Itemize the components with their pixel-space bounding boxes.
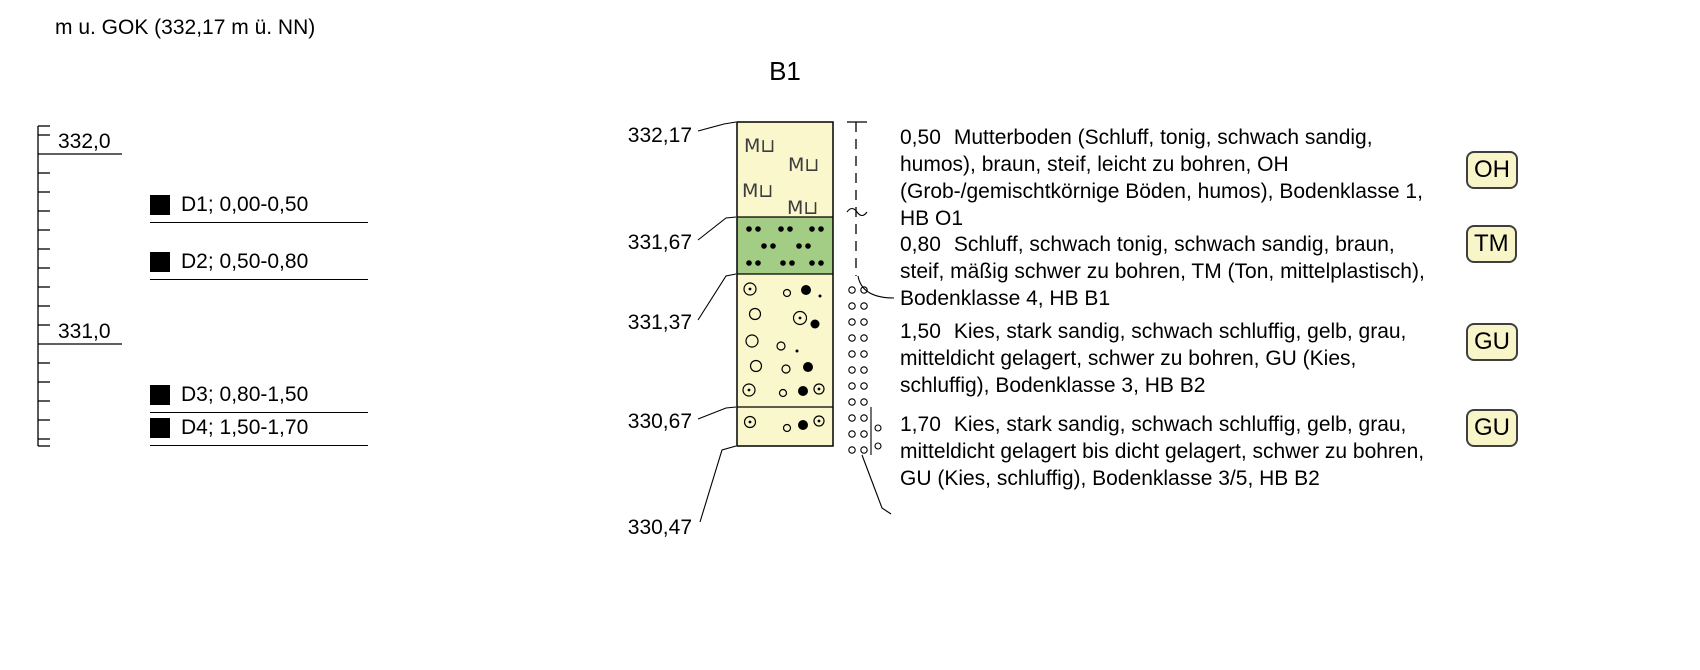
casing-dash-line: [846, 121, 895, 299]
sample-label: D1; 0,00-0,50: [181, 193, 309, 216]
topsoil-symbol: M⊔: [788, 154, 819, 176]
layer-text: Kies, stark sandig, schwach schluffig, g…: [900, 413, 1425, 490]
layer-silt-fill: [737, 217, 833, 274]
gravel-pattern-lower: [743, 415, 825, 433]
ruler-major-label-332: 332,0: [58, 130, 111, 153]
topsoil-symbol: M⊔: [787, 197, 818, 219]
layer-topsoil-fill: [737, 122, 833, 217]
soil-class-badge-gu1: GU: [1466, 323, 1518, 361]
layer-depth: 0,50: [900, 126, 941, 149]
soil-class-badge-oh: OH: [1466, 151, 1518, 189]
sample-row-d2: D2; 0,50-0,80: [150, 250, 368, 280]
elevation-label-3: 330,67: [627, 410, 692, 433]
elevation-label-bottom: 330,47: [627, 516, 692, 539]
elevation-leader-lines: [697, 121, 737, 523]
borehole-title: B1: [769, 56, 801, 86]
datum-label: m u. GOK (332,17 m ü. NN): [55, 16, 316, 39]
layer-depth: 1,50: [900, 320, 941, 343]
sample-marker-square: [150, 418, 170, 438]
layer-text: Schluff, schwach tonig, schwach sandig, …: [900, 233, 1425, 310]
topsoil-symbol: M⊔: [744, 135, 775, 157]
depth-ruler: [37, 125, 122, 447]
elevation-label-1: 331,67: [627, 231, 692, 254]
topsoil-symbol: M⊔: [742, 180, 773, 202]
sample-marker-square: [150, 195, 170, 215]
topsoil-pattern: M⊔ M⊔ M⊔ M⊔: [742, 135, 819, 219]
layer-gravel-upper-fill: [737, 274, 833, 407]
gravel-pattern-upper: [742, 282, 825, 398]
sample-label: D3; 0,80-1,50: [181, 383, 309, 406]
soil-class-badge-gu2: GU: [1466, 409, 1518, 447]
elevation-label-top: 332,17: [627, 124, 692, 147]
sample-label: D4; 1,50-1,70: [181, 416, 309, 439]
silt-dots-pattern: [746, 226, 824, 266]
layer-text: Kies, stark sandig, schwach schluffig, g…: [900, 320, 1407, 397]
soil-class-badge-tm: TM: [1466, 225, 1517, 263]
annulus-circles: [848, 286, 892, 515]
sample-row-d1: D1; 0,00-0,50: [150, 193, 368, 223]
sample-row-d4: D4; 1,50-1,70: [150, 416, 368, 446]
ruler-major-label-331: 331,0: [58, 320, 111, 343]
sample-row-d3: D3; 0,80-1,50: [150, 383, 368, 413]
sample-label: D2; 0,50-0,80: [181, 250, 309, 273]
layer-depth: 0,80: [900, 233, 941, 256]
sample-marker-square: [150, 252, 170, 272]
layer-text: Mutterboden (Schluff, tonig, schwach san…: [900, 126, 1423, 230]
sample-marker-square: [150, 385, 170, 405]
elevation-label-2: 331,37: [627, 311, 692, 334]
layer-depth: 1,70: [900, 413, 941, 436]
